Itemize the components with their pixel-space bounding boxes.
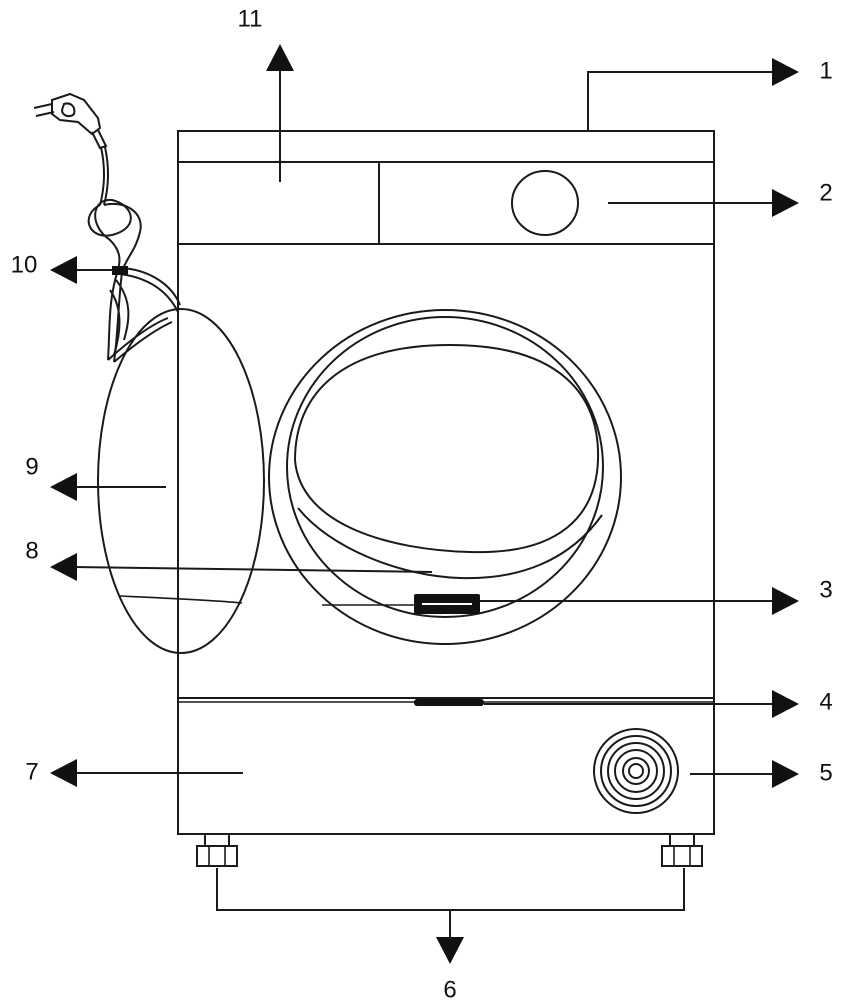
callout-label-1: 1 — [819, 57, 832, 84]
callout-leaders — [50, 44, 799, 964]
door-hinge-line — [119, 595, 243, 604]
door-seal-outer — [268, 309, 622, 645]
callout-labels: 1 2 3 4 5 6 7 8 9 10 11 — [11, 5, 833, 1003]
feet — [196, 833, 703, 867]
arrowhead-4 — [772, 690, 799, 718]
door-panel — [97, 308, 265, 654]
door — [97, 308, 265, 654]
callout-label-3: 3 — [819, 576, 832, 603]
door-opening — [268, 309, 622, 645]
arrowhead-8 — [50, 553, 77, 581]
plinth-handle — [414, 699, 484, 706]
dryer-body — [177, 130, 715, 835]
callout-label-2: 2 — [819, 179, 832, 206]
dryer-cabinet — [177, 130, 715, 835]
arrowhead-3 — [772, 587, 799, 615]
left-foot — [196, 833, 238, 867]
callout-label-4: 4 — [819, 688, 832, 715]
arrowhead-9 — [50, 473, 77, 501]
leader-1 — [587, 71, 775, 131]
callout-label-7: 7 — [25, 758, 38, 785]
ventilation-grille — [593, 728, 679, 814]
callout-label-8: 8 — [25, 537, 38, 564]
arrowhead-2 — [772, 189, 799, 217]
arrowhead-10 — [50, 256, 77, 284]
lint-filter-edge — [297, 507, 603, 580]
callout-label-10: 10 — [11, 251, 38, 278]
program-knob — [511, 170, 579, 236]
cord-tie — [112, 266, 128, 275]
callout-label-9: 9 — [25, 453, 38, 480]
door-seal-inner — [286, 316, 604, 618]
right-foot — [661, 833, 703, 867]
power-cord — [33, 92, 181, 363]
drum-opening — [293, 343, 600, 554]
callout-label-5: 5 — [819, 759, 832, 786]
arrowhead-5 — [772, 760, 799, 788]
arrowhead-6 — [436, 937, 464, 964]
leader-6 — [216, 868, 685, 911]
leader-8 — [73, 566, 433, 573]
callout-label-6: 6 — [443, 976, 456, 1003]
callout-label-11: 11 — [238, 5, 263, 32]
plug-body — [51, 92, 102, 136]
arrowhead-11 — [266, 44, 294, 71]
arrowhead-1 — [772, 58, 799, 86]
arrowhead-7 — [50, 759, 77, 787]
